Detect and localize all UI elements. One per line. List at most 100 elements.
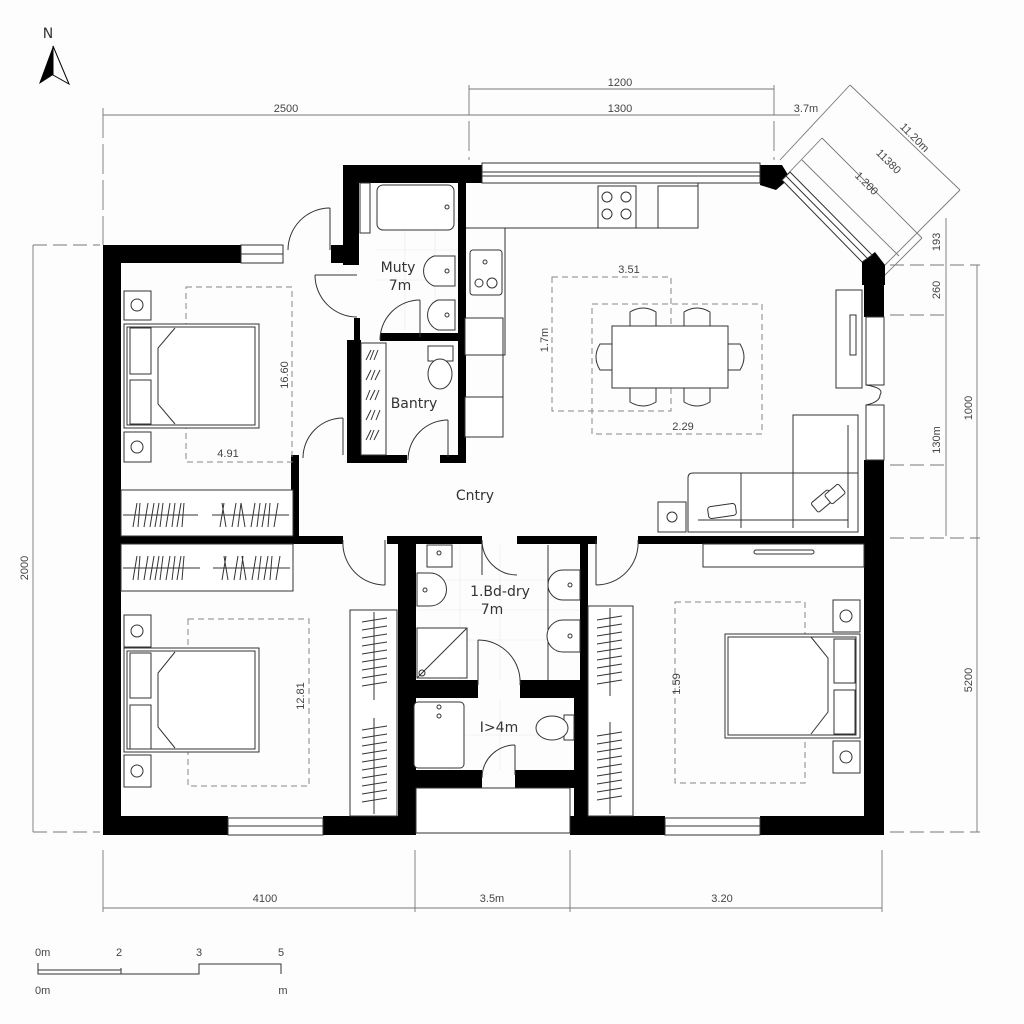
nightstand-3a: [832, 599, 861, 633]
dim-diag-mid: 11380: [873, 147, 903, 177]
pantry-shelf: [360, 342, 387, 456]
bedroom-3: [587, 543, 865, 817]
dim-left-1: 2000: [19, 556, 31, 580]
laundry-fixtures: [413, 544, 581, 769]
bedroom2-label: 12.81: [295, 682, 307, 710]
dimensions-left: 2000: [19, 244, 100, 833]
dim-top-right: 3.7m: [794, 103, 818, 115]
cabinet-2: [464, 396, 504, 438]
living-furniture: [657, 289, 863, 533]
room-label-wc: I>4m: [480, 720, 518, 736]
nightstand-2a: [123, 614, 152, 648]
living-zone-outline: [591, 303, 763, 435]
dim-bottom-1: 4100: [253, 893, 277, 905]
dim-diag-inner: 1.200: [852, 170, 880, 198]
bottom-recess: [415, 787, 571, 834]
sink-utility-2: [427, 299, 456, 331]
bedroom-2: [120, 543, 398, 817]
tv-console-bedroom3: [702, 543, 865, 568]
dimensions-top: 2500 1200 1300 3.7m: [102, 77, 818, 245]
nightstand-2b: [123, 754, 152, 788]
cushion-1: [707, 502, 737, 520]
scale-top-5: 5: [278, 947, 284, 959]
door-utility-bedroom: [314, 274, 358, 318]
room-label-utility: Muty: [381, 260, 416, 276]
walls: [103, 165, 885, 835]
pillow-3a: [833, 638, 856, 684]
pillow-3b: [833, 689, 856, 735]
laundry-sink-right-2: [546, 619, 581, 653]
bedroom3-label: 1.59: [671, 673, 683, 694]
laundry-sink-right-1: [547, 569, 581, 601]
bathtub: [376, 184, 455, 231]
door-wc-internal: [477, 639, 521, 686]
dim-right-4: 130m: [931, 426, 943, 454]
wc-bathtub: [413, 701, 465, 769]
scale-bottom-end: m: [278, 985, 287, 997]
doors: [287, 207, 882, 779]
cushion-3: [824, 483, 846, 505]
dim-right-2: 260: [931, 281, 943, 299]
door-wc-bottom: [481, 744, 516, 779]
nightstand-1b: [123, 431, 152, 463]
laundry-basin: [416, 572, 447, 607]
room-area-laundry: 7m: [481, 602, 504, 618]
north-compass: N: [39, 26, 71, 86]
dim-top-lower: 1300: [608, 103, 632, 115]
laundry-sink-small: [426, 544, 453, 568]
dimensions-bottom: 4100 3.5m 3.20: [102, 850, 883, 912]
nightstand-3b: [832, 740, 861, 774]
room-label-entry: Cntry: [456, 488, 494, 504]
dim-bottom-3: 3.20: [711, 893, 732, 905]
utility-fixtures: [359, 182, 456, 456]
bedroom1-width-label: 4.91: [217, 448, 238, 460]
compass-label: N: [43, 26, 53, 42]
tv: [849, 314, 857, 356]
pillow-1a: [129, 327, 152, 375]
dimensions-right: 193 260 1000 130m 5200: [890, 218, 980, 833]
window-right-upper: [865, 316, 885, 386]
room-area-utility: 7m: [389, 278, 412, 294]
wc-toilet-bowl: [535, 715, 569, 741]
dining-table: [611, 325, 729, 389]
living-width-label: 2.29: [672, 421, 693, 433]
sink-utility-1: [423, 255, 456, 287]
tv-unit: [835, 289, 863, 389]
door-pantry-bottom: [407, 419, 449, 461]
kitchen-fixtures: [464, 183, 699, 438]
pillow-2b: [129, 704, 152, 750]
bedroom-1: [120, 286, 294, 537]
dining-height-label: 1.7m: [539, 328, 551, 352]
door-living-exterior: [865, 384, 882, 406]
dim-top-left: 2500: [274, 103, 298, 115]
dim-bottom-2: 3.5m: [480, 893, 504, 905]
dining-chairs: [595, 307, 745, 407]
cooktop: [597, 185, 637, 229]
dim-right-3: 1000: [963, 396, 975, 420]
door-bedroom1: [302, 417, 344, 459]
door-bedroom2: [342, 539, 386, 586]
dim-right-5: 5200: [963, 668, 975, 692]
scale-bottom-0: 0m: [35, 985, 50, 997]
dining-area: [551, 276, 763, 435]
pillow-1b: [129, 379, 152, 425]
scale-top-3: 3: [196, 947, 202, 959]
toilet-bowl: [427, 358, 453, 390]
window-right-lower: [865, 404, 885, 461]
kitchen-sink: [469, 249, 503, 296]
dim-top-upper: 1200: [608, 77, 632, 89]
nightstand-1a: [123, 290, 152, 321]
scale-bar: 0m 2 3 5 0m m: [35, 947, 288, 997]
windows: [227, 162, 885, 836]
pillow-2a: [129, 652, 152, 699]
room-label-pantry: Bantry: [391, 396, 438, 412]
dining-width-label: 3.51: [618, 264, 639, 276]
window-kitchen-top: [481, 162, 761, 184]
room-label-laundry: 1.Bd-dry: [470, 584, 530, 600]
door-bedroom3: [595, 539, 639, 586]
scale-top-2: 2: [116, 947, 122, 959]
side-table: [657, 501, 687, 533]
dim-diag-outer: 11.20m: [897, 121, 931, 155]
door-laundry: [481, 539, 518, 576]
